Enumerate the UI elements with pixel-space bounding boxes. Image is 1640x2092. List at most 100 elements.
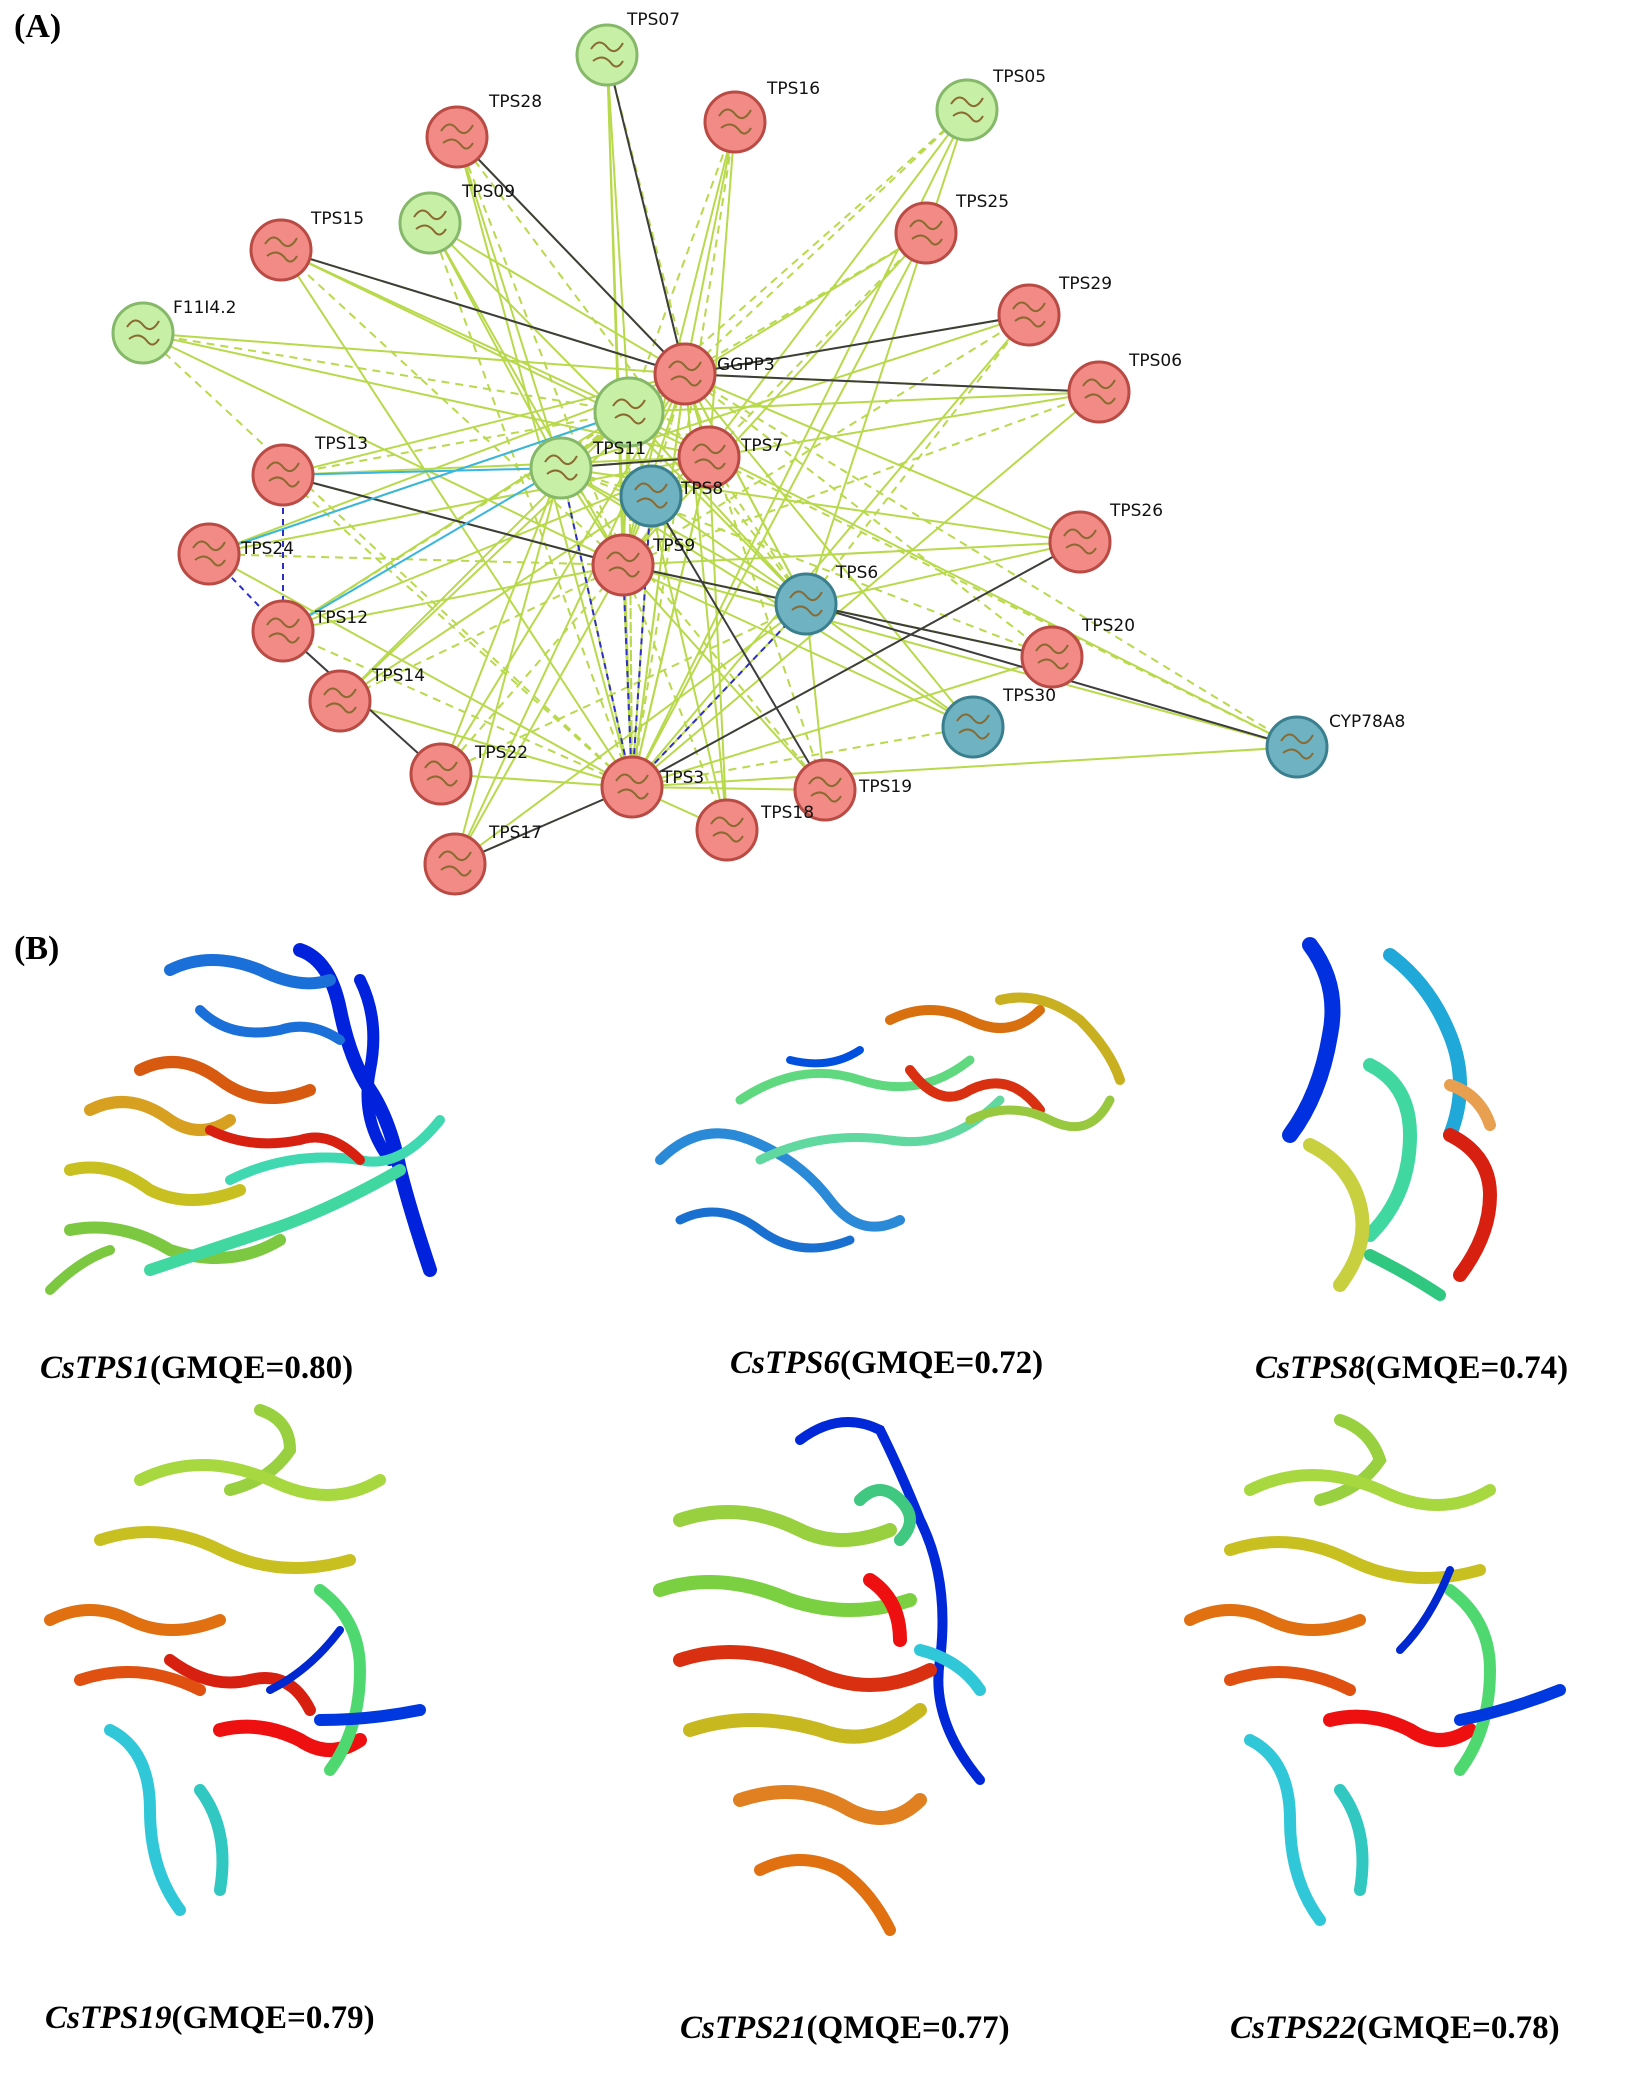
- node-tps25: TPS25: [894, 192, 1009, 265]
- node-circle: [703, 90, 767, 154]
- network-edge: [440, 564, 624, 775]
- node-circle: [593, 376, 665, 448]
- node-circle: [653, 342, 717, 406]
- node-structure-thumbnail: [718, 108, 752, 135]
- caption-gene: CsTPS1: [40, 1350, 151, 1386]
- network-edge: [339, 564, 624, 702]
- node-tps7: TPS7: [677, 425, 783, 489]
- node-label: TPS06: [1128, 351, 1182, 371]
- network-edge: [429, 222, 562, 469]
- network-edge: [429, 222, 624, 566]
- node-label: TPS15: [310, 209, 364, 229]
- node-structure-thumbnail: [692, 443, 726, 470]
- network-edge: [684, 232, 927, 375]
- caption-cstps8: CsTPS8(GMQE=0.74): [1255, 1350, 1568, 1387]
- node-ggpp3: GGPP3: [653, 342, 775, 406]
- network-edge: [282, 411, 630, 632]
- node-circle: [409, 742, 473, 806]
- network-edge: [429, 222, 633, 788]
- node-tps11: TPS11: [529, 436, 646, 500]
- network-edge: [708, 456, 728, 831]
- node-label: TPS28: [488, 92, 542, 112]
- network-edge: [142, 332, 686, 375]
- network-edge: [208, 456, 710, 555]
- caption-metric: (GMQE=0.80): [150, 1350, 354, 1386]
- node-circle: [1265, 715, 1329, 779]
- node-circle: [1048, 510, 1112, 574]
- caption-gene: CsTPS8: [1255, 1350, 1366, 1386]
- node-label: TPS24: [240, 539, 294, 559]
- network-edge: [708, 456, 1298, 748]
- network-edge: [684, 373, 1081, 543]
- network-edge: [456, 136, 624, 566]
- network-edge: [454, 603, 807, 865]
- network-edge: [622, 541, 1081, 566]
- network-edge: [208, 553, 633, 788]
- node-structure-thumbnail: [615, 773, 649, 800]
- node-label: TPS12: [314, 608, 368, 628]
- network-edge: [805, 541, 1081, 605]
- node-structure-thumbnail: [606, 551, 640, 578]
- network-edge-blue: [631, 603, 807, 788]
- node-label: TPS3: [661, 768, 704, 788]
- network-edge: [628, 411, 1298, 748]
- node-circle: [177, 522, 241, 586]
- node-label: TPS14: [371, 666, 425, 686]
- network-edge: [684, 121, 736, 375]
- network-edge: [708, 121, 736, 458]
- node-f11i4-2: F11I4.2: [111, 298, 236, 365]
- node-circle: [793, 758, 857, 822]
- node-label: TPS6: [835, 563, 878, 583]
- node-structure-thumbnail: [1280, 733, 1314, 760]
- node-structure-thumbnail: [1035, 643, 1069, 670]
- node-label: TPS29: [1058, 274, 1112, 294]
- network-edge: [560, 467, 807, 605]
- network-edge: [280, 249, 633, 788]
- network-edge-dark: [606, 54, 686, 375]
- node-label: TPS19: [858, 777, 912, 797]
- node-circle: [774, 572, 838, 636]
- network-edge: [606, 54, 624, 566]
- panel-a-label: (A): [14, 8, 62, 45]
- node-label: TPS8: [680, 479, 723, 499]
- node-structure-thumbnail: [590, 41, 624, 68]
- node-structure-thumbnail: [612, 398, 646, 425]
- node-circle: [1067, 360, 1131, 424]
- node-circle: [1020, 625, 1084, 689]
- network-edge: [631, 726, 974, 788]
- network-edge: [280, 249, 624, 566]
- network-edge-cyan: [208, 411, 630, 555]
- network-edge: [454, 564, 624, 865]
- node-tps29: TPS29: [997, 274, 1112, 347]
- network-edge: [429, 222, 686, 375]
- network-edge: [631, 391, 1100, 788]
- network-edge: [282, 564, 624, 632]
- caption-metric: (GMQE=0.79): [171, 2000, 375, 2036]
- node-structure-thumbnail: [264, 236, 298, 263]
- network-edge: [282, 456, 710, 476]
- node-tps18: TPS18: [695, 798, 814, 862]
- node-circle: [695, 798, 759, 862]
- node-circle: [941, 695, 1005, 759]
- node-label: TPS18: [760, 803, 814, 823]
- caption-cstps22: CsTPS22(GMQE=0.78): [1230, 2010, 1560, 2047]
- node-tps26: TPS26: [1048, 501, 1163, 574]
- network-edge-cyan: [282, 467, 562, 476]
- caption-metric: (GMQE=0.78): [1356, 2010, 1560, 2046]
- node-circle: [935, 78, 999, 142]
- node-circle: [398, 191, 462, 255]
- node-tps28: TPS28: [425, 92, 542, 169]
- node-circle: [619, 464, 683, 528]
- node-circle: [591, 533, 655, 597]
- node-circle: [677, 425, 741, 489]
- node-tps17: TPS17: [423, 823, 542, 896]
- network-edge: [631, 232, 927, 788]
- structure-cstps6: [655, 992, 1125, 1253]
- network-edge: [628, 391, 1100, 413]
- structure-cstps21: [653, 1417, 986, 1936]
- node-structure-thumbnail: [808, 776, 842, 803]
- network-edge: [684, 373, 1053, 658]
- node-tps30: TPS30: [941, 686, 1056, 759]
- node-structure-thumbnail: [909, 219, 943, 246]
